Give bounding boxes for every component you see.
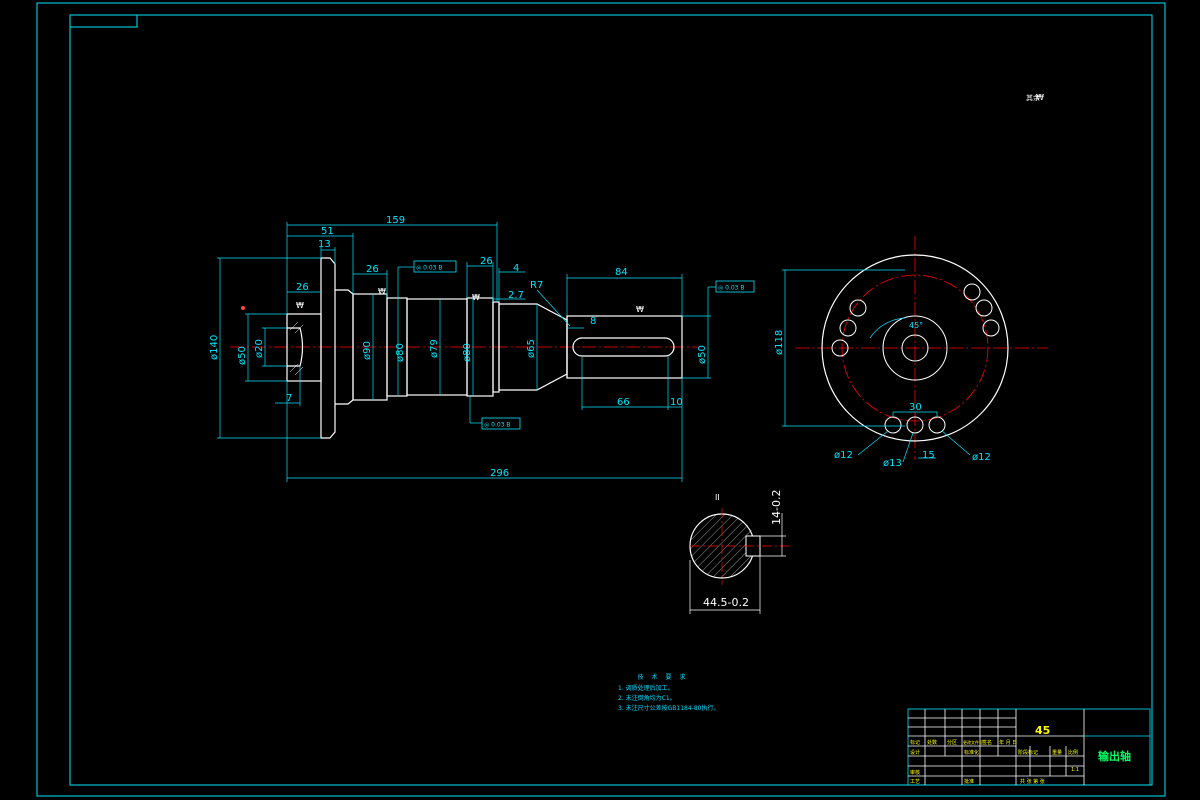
tolerance-text-2: ◎ 0.03 B <box>484 422 511 429</box>
header-cell-0: 标记 <box>910 739 920 746</box>
side-view: ø118 45° 30 ø12 ø13 15 ø12 <box>774 236 1048 469</box>
technical-requirements: 技 术 要 求 1. 调质处理后加工。 2. 未注倒角均为C1。 3. 未注尺寸… <box>618 673 719 714</box>
roughness-mark-2: ₩ <box>378 287 386 296</box>
material-label: 45 <box>1035 724 1050 737</box>
roughness-global-label: 其余 <box>1026 93 1040 102</box>
header-cell-1: 处数 <box>927 739 937 746</box>
main-diameter-texts: ø140 ø50 ø20 ø90 ø80 ø79 ø80 ø65 ø50 <box>209 335 708 365</box>
dim-key-depth: 14-0.2 <box>770 490 783 525</box>
dim-phi13: ø13 <box>883 458 902 469</box>
header-cell-5: 年 月 日 <box>999 739 1017 746</box>
shaft-outline <box>286 257 683 439</box>
dim-296: 296 <box>490 468 509 479</box>
note-item-1: 1. 调质处理后加工。 <box>618 685 674 692</box>
dim-phi12-right: ø12 <box>972 452 991 463</box>
top-left-label-box <box>69 14 138 28</box>
tolerance-text-1: ◎ 0.03 B <box>416 265 443 272</box>
drawing-frame <box>36 2 1166 797</box>
inner-border <box>69 14 1153 786</box>
dim-15: 15 <box>922 450 935 461</box>
tolerance-frame-1 <box>413 260 457 273</box>
dim-66: 66 <box>617 397 630 408</box>
small-cell-1: 重量 <box>1052 749 1062 756</box>
notes-title: 技 术 要 求 <box>637 674 689 681</box>
roughness-mark-1: ₩ <box>296 301 304 310</box>
roughness-marks: ₩ ₩ ₩ ₩ <box>296 287 644 314</box>
row-label-0: 设计 <box>910 749 920 756</box>
dim-26-shoulder: 26 <box>366 264 379 275</box>
dim-8: 8 <box>590 316 596 327</box>
header-cell-2: 分区 <box>947 739 957 746</box>
std-cell-0: 标准化 <box>964 749 979 756</box>
tolerance-frames <box>413 260 755 430</box>
section-dimension-lines <box>689 513 786 614</box>
dim-159: 159 <box>386 215 405 226</box>
roughness-mark-3: ₩ <box>472 293 480 302</box>
dim-angle-45: 45° <box>909 321 923 330</box>
tolerance-frame-2 <box>481 417 521 430</box>
roughness-symbol-top: ₩ <box>1036 93 1044 102</box>
dim-7: 7 <box>286 393 292 404</box>
note-item-3: 3. 未注尺寸公差按GB1184-80执行。 <box>618 705 720 712</box>
dim-phi65: ø65 <box>526 339 537 358</box>
dim-r7: R7 <box>530 280 543 291</box>
dim-phi20: ø20 <box>254 339 265 358</box>
main-dimension-texts: 159 51 13 26 26 26 4 2.7 R7 84 8 66 10 7… <box>286 215 683 479</box>
dim-phi50-left: ø50 <box>237 346 248 365</box>
bolt-circle <box>841 274 989 422</box>
part-name-label: 输出轴 <box>1098 749 1131 763</box>
sheet-text: 共 张 第 张 <box>1020 778 1045 785</box>
section-view: II 44.5-0.2 14-0.2 <box>689 490 790 614</box>
side-dimension-texts: ø118 45° 30 ø12 ø13 15 ø12 <box>774 321 991 469</box>
dim-26-right: 26 <box>480 256 493 267</box>
scale-label: 1:1 <box>1071 767 1079 773</box>
bolt-holes <box>831 283 1000 434</box>
tolerance-text-3: ◎ 0.03 B <box>718 285 745 292</box>
header-cell-4: 签名 <box>982 739 992 746</box>
dim-phi80-b: ø80 <box>462 343 473 362</box>
row-label-2: 工艺 <box>910 779 920 785</box>
row-label-1: 审核 <box>910 769 920 776</box>
dim-phi90: ø90 <box>362 341 373 360</box>
datum-point <box>241 306 245 310</box>
header-cell-3: 更改文件号 <box>963 739 983 745</box>
std-cell-1: 批准 <box>964 778 974 785</box>
roughness-mark-4: ₩ <box>636 305 644 314</box>
flange-outline <box>821 254 1009 442</box>
title-block-texts: 45 输出轴 1:1 标记 处数 分区 更改文件号 签名 年 月 日 设计 审核… <box>910 724 1131 785</box>
note-item-2: 2. 未注倒角均为C1。 <box>618 695 676 702</box>
side-dimension-lines <box>782 269 971 463</box>
dim-51: 51 <box>321 226 334 237</box>
title-block <box>907 708 1151 786</box>
dim-84: 84 <box>615 267 628 278</box>
dim-phi79: ø79 <box>429 339 440 358</box>
dim-30: 30 <box>909 402 922 413</box>
main-shaft-view: ◎ 0.03 B ◎ 0.03 B ◎ 0.03 B ₩ ₩ ₩ ₩ 159 5… <box>209 215 755 482</box>
dim-2-7: 2.7 <box>508 290 524 301</box>
dim-10: 10 <box>670 397 683 408</box>
bore-hatch <box>289 321 304 376</box>
dim-26-flange: 26 <box>296 282 309 293</box>
small-cell-0: 阶段标记 <box>1018 749 1038 756</box>
tolerance-frame-3 <box>715 280 755 293</box>
dim-phi118: ø118 <box>774 330 785 355</box>
center-bore <box>901 334 929 362</box>
outer-border <box>36 2 1166 797</box>
section-label: II <box>715 493 720 502</box>
dim-phi80-a: ø80 <box>395 343 406 362</box>
small-cell-2: 比例 <box>1068 749 1078 756</box>
dim-phi12-left: ø12 <box>834 450 853 461</box>
dim-4: 4 <box>513 263 519 274</box>
dim-section-width: 44.5-0.2 <box>703 596 749 609</box>
dim-phi50-right: ø50 <box>697 345 708 364</box>
main-dimension-lines <box>217 222 716 482</box>
hub-outline <box>882 315 948 381</box>
dim-13: 13 <box>318 239 331 250</box>
dim-phi140: ø140 <box>209 335 220 360</box>
